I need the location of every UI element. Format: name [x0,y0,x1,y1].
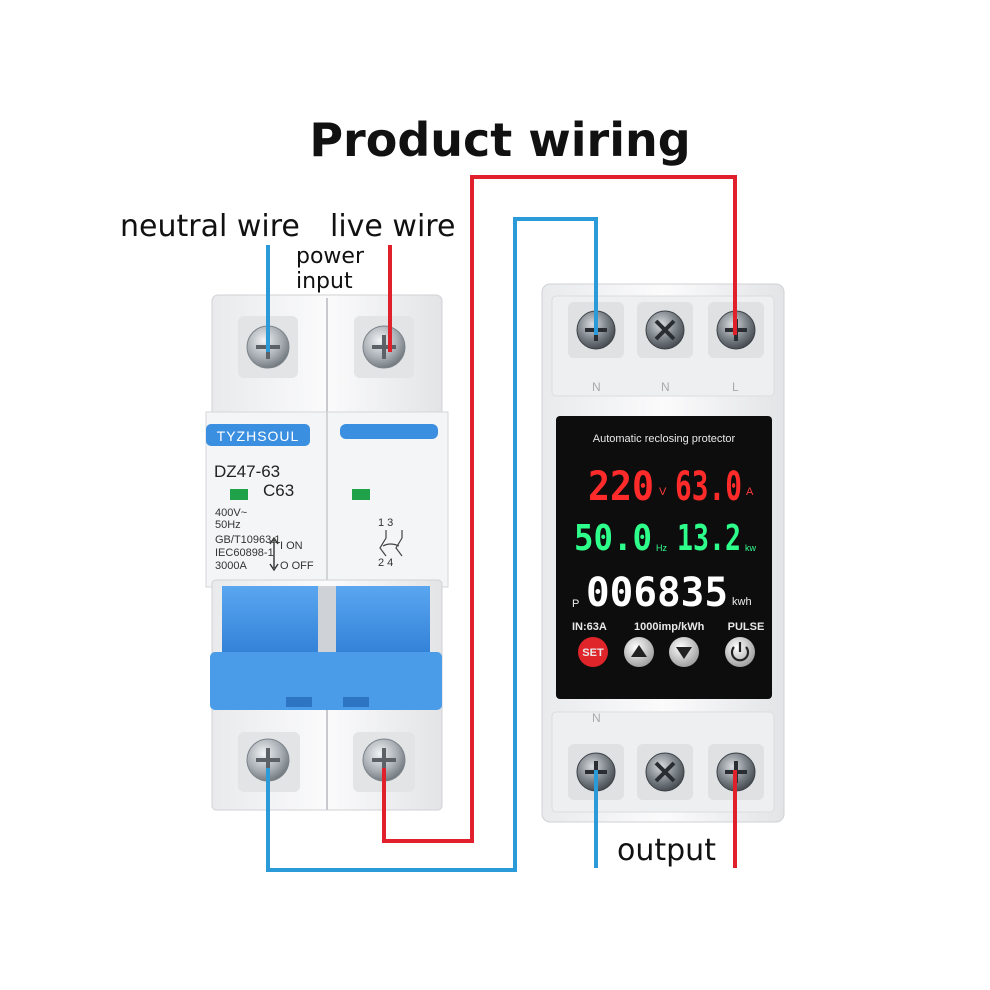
toggle-switch-left[interactable] [222,586,320,658]
voltage-unit: V [659,486,667,498]
power-input-label-line1: power [296,244,365,269]
current-unit: A [746,486,754,498]
set-button-label: SET [582,647,604,659]
toggle-switch-right[interactable] [334,586,430,658]
protector-screw-top-mid [637,302,693,358]
terminal-letter-bottom-left: N [592,711,601,725]
terminal-letter-top-left: N [592,380,601,394]
impulse-label: 1000imp/kWh [634,621,705,633]
breaker-on-label: I ON [280,540,303,552]
energy-unit: kwh [732,596,752,608]
frequency-unit: Hz [656,543,667,553]
breaker-voltage: 400V~ [215,507,247,519]
toggle-handle[interactable] [210,652,442,710]
power-icon [730,642,750,662]
breaker-capacity: 3000A [215,560,247,572]
status-indicator-left [230,489,248,500]
arrow-up-icon [631,645,647,657]
power-unit: kw [745,543,757,553]
breaker-standard-1: GB/T10963.1 [215,534,280,546]
voltage-reading: 220 [588,464,654,510]
breaker-brand: TYZHSOUL [217,428,300,444]
breaker-standard-2: IEC60898-1 [215,547,274,559]
breaker-frequency: 50Hz [215,519,241,531]
on-off-arrow-icon [269,536,279,572]
terminal-letter-top-right: L [732,380,739,394]
frequency-reading: 50.0 [574,518,652,559]
terminal-bottom-label: 2 4 [378,557,393,569]
power-button[interactable] [725,637,755,667]
breaker-screw-bottom-right [353,732,415,792]
set-button[interactable]: SET [578,637,608,667]
page-title: Product wiring [309,113,690,167]
breaker-schematic-icon [379,530,403,557]
breaker-off-label: O OFF [280,560,314,572]
neutral-wire-label: neutral wire [120,209,300,244]
breaker-screw-bottom-left [238,732,300,792]
neutral-feed-wire [266,217,598,872]
terminal-top-label: 1 3 [378,517,393,529]
up-button[interactable] [624,637,654,667]
energy-prefix: P [572,598,579,610]
display-panel [556,416,772,699]
circuit-breaker: TYZHSOUL DZ47-63 C63 400V~ 50Hz GB/T1096… [205,294,449,811]
terminal-letter-top-mid: N [661,380,670,394]
reclosing-protector: N N L Automatic reclosing protector 220 … [541,283,785,823]
energy-reading: 006835 [586,570,728,616]
power-reading: 13.2 [677,518,741,559]
power-input-label-line2: input [296,269,353,294]
live-wire-label: live wire [330,209,455,244]
breaker-screw-top-right [354,316,414,378]
brand-band [206,424,310,446]
arrow-down-icon [676,647,692,659]
breaker-model: DZ47-63 [214,462,280,481]
pulse-label: PULSE [728,621,765,633]
protector-screw-bottom-mid [637,744,693,800]
down-button[interactable] [669,637,699,667]
rating-label: IN:63A [572,621,607,633]
protector-header: Automatic reclosing protector [593,433,736,445]
breaker-rating: C63 [263,481,294,500]
output-label: output [617,833,716,868]
blue-band-right [340,424,438,439]
status-indicator-right [352,489,370,500]
current-reading: 63.0 [675,464,742,510]
live-feed-wire [382,175,737,843]
